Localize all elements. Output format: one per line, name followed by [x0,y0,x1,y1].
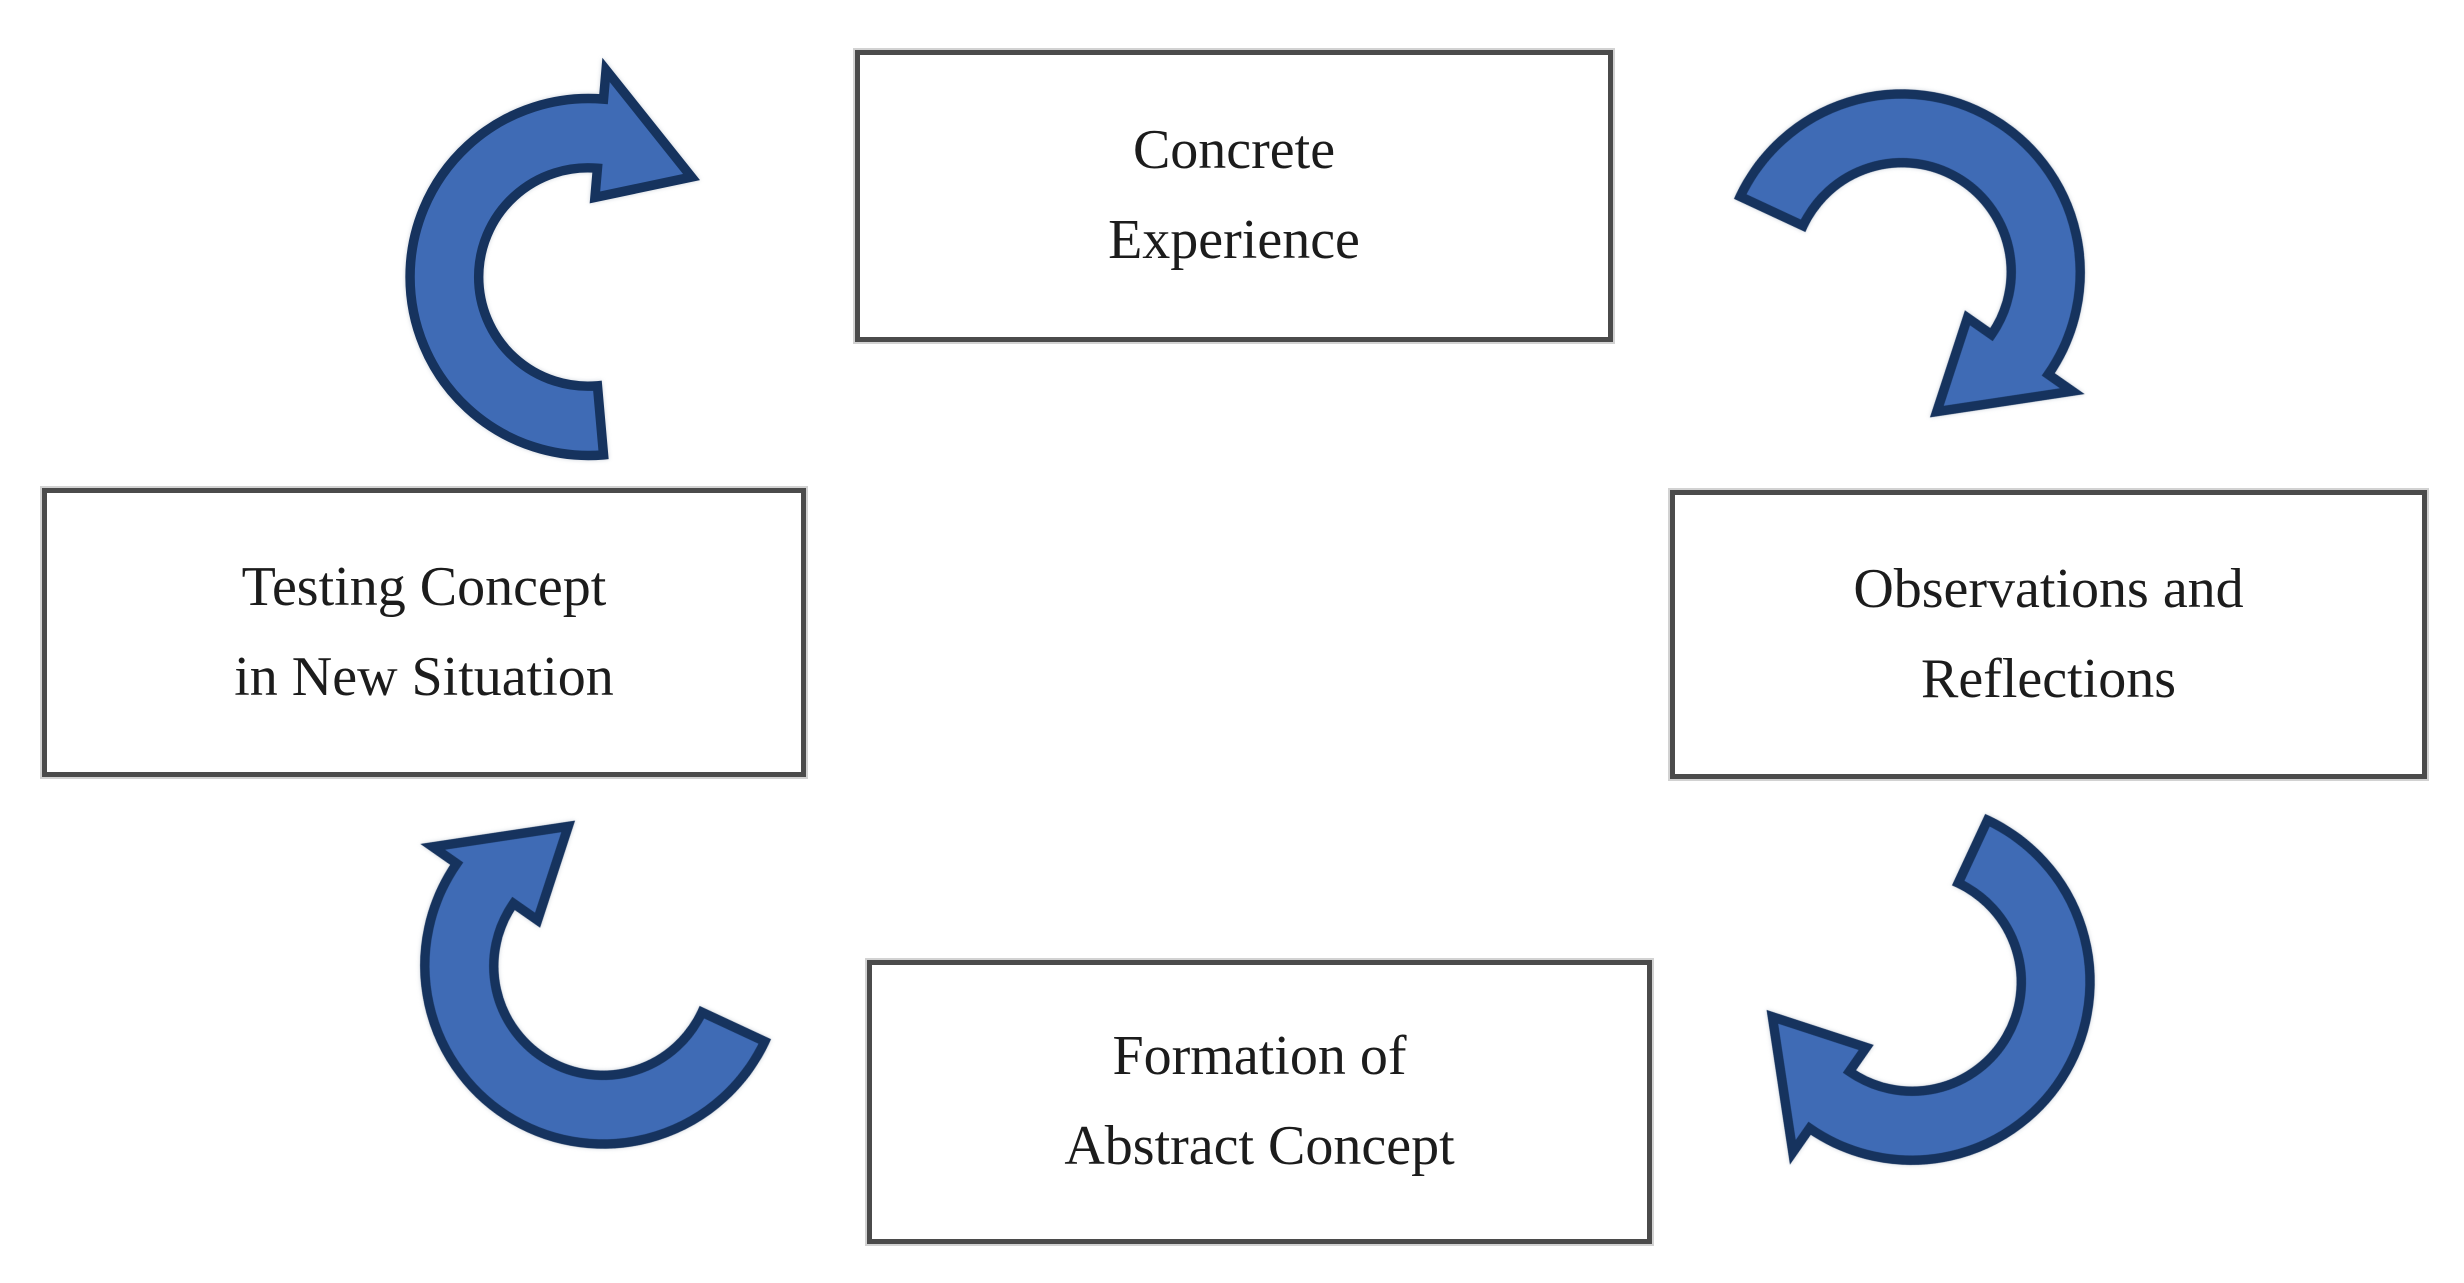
arrow-concrete-to-observations-icon [1615,0,2189,559]
node-testing-concept-in-new-situation: Testing Concept in New Situation [40,486,808,779]
curved-arrow-shape [1696,29,2171,466]
node-label: Testing Concept in New Situation [234,555,614,708]
curved-arrow-shape [335,773,810,1210]
arrow-testing-to-concrete-icon [378,67,798,487]
node-concrete-experience: Concrete Experience [853,48,1615,344]
curved-arrow-shape [1719,776,2156,1251]
node-formation-of-abstract-concept: Formation of Abstract Concept [865,958,1654,1246]
node-label: Observations and Reflections [1853,557,2244,710]
node-label: Concrete Experience [1108,119,1360,271]
node-label: Formation of Abstract Concept [1064,1025,1455,1177]
node-observations-and-reflections: Observations and Reflections [1668,488,2429,781]
arrow-observations-to-formation-icon [1625,695,2199,1269]
curved-arrow-shape [410,70,691,456]
